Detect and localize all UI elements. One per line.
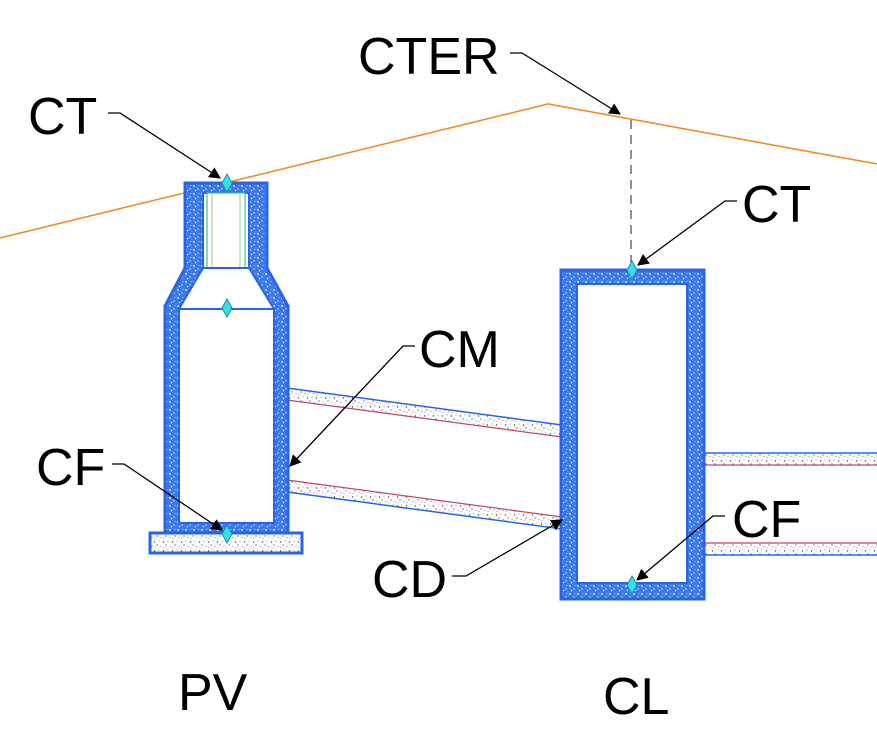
label-cf-right: CF xyxy=(732,491,801,549)
cl-structure xyxy=(559,268,706,601)
level-markers xyxy=(221,172,638,596)
leader-cf-right xyxy=(636,515,725,581)
leader-ct-right xyxy=(637,200,737,266)
leader-lines xyxy=(108,52,737,581)
label-ct-right: CT xyxy=(742,176,811,234)
leader-cter xyxy=(510,52,621,115)
marker-ct-right xyxy=(626,259,638,281)
label-cter: CTER xyxy=(358,28,500,86)
label-cm: CM xyxy=(419,321,500,379)
marker-cone xyxy=(221,297,233,319)
pipe-right xyxy=(704,452,877,556)
leader-cf-left xyxy=(112,463,223,531)
label-cl: CL xyxy=(603,668,669,726)
leader-ct-left xyxy=(108,112,221,179)
label-cf-left: CF xyxy=(36,439,105,497)
label-ct-left: CT xyxy=(28,88,97,146)
marker-cf-right xyxy=(626,574,638,596)
pv-structure xyxy=(148,181,304,555)
leader-cm xyxy=(289,345,415,467)
label-cd: CD xyxy=(372,551,447,609)
ground-line xyxy=(0,103,877,239)
label-pv: PV xyxy=(178,664,248,722)
marker-cf-left xyxy=(221,523,233,545)
leader-cd xyxy=(452,519,564,577)
pipe-left xyxy=(286,387,563,530)
marker-ct-left xyxy=(221,172,233,194)
